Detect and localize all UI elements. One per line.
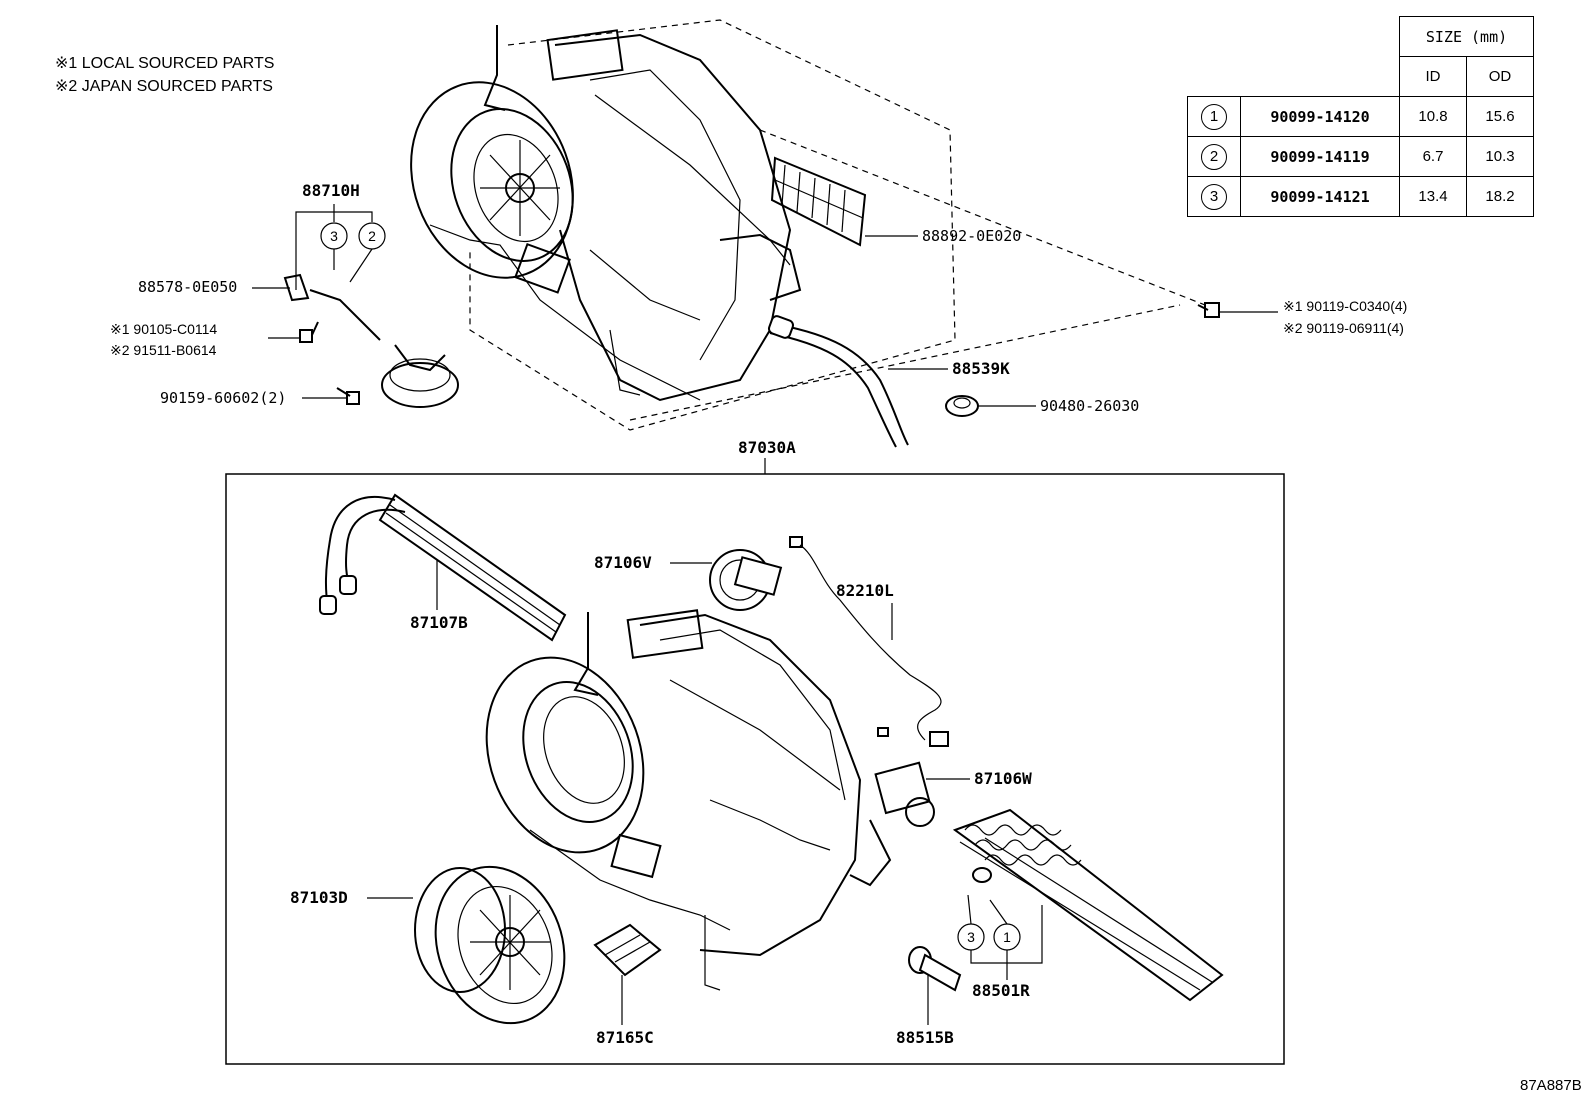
hose-88539k-drawing [779,324,909,446]
label-90105-c0114: ※1 90105-C0114 [110,321,217,337]
diagram-code: 87A887B [1520,1077,1582,1094]
wire-harness-82210l-drawing [789,536,949,747]
grommet-90480-drawing [945,395,979,417]
callout-3-upper: 3 [330,228,338,244]
filter-88892-drawing [770,156,867,247]
label-87030a: 87030A [738,438,796,457]
label-90159-60602: 90159-60602(2) [160,389,286,407]
label-82210l: 82210L [836,581,894,600]
resistor-87165c-drawing [593,923,662,977]
screw-90119-drawing [1197,302,1220,318]
label-88515b: 88515B [896,1028,954,1047]
note-local-sourced: ※1 LOCAL SOURCED PARTS [55,55,274,72]
ref-circle: 1 [1201,103,1227,130]
label-91511-b0614: ※2 91511-B0614 [110,342,217,358]
size-table-col-id: ID [1399,56,1467,97]
table-od-value: 18.2 [1466,176,1534,217]
blower-motor-87103d-drawing [414,865,566,1025]
callout-2-upper: 2 [368,228,376,244]
damper-motor-87106v-drawing [709,549,783,611]
label-88578-0e050: 88578-0E050 [138,278,237,296]
heater-core-88501r-drawing [952,808,1224,1002]
damper-motor-87106w-drawing [874,761,935,827]
label-90480-26030: 90480-26030 [1040,397,1139,415]
size-table: SIZE (mm) ID OD 1 90099-14120 10.8 15.6 … [1187,16,1534,217]
label-88539k: 88539K [952,359,1010,378]
table-od-value: 15.6 [1466,96,1534,137]
label-87165c: 87165C [596,1028,654,1047]
label-88501r: 88501R [972,981,1030,1000]
label-87107b: 87107B [410,613,468,632]
evaporator-87107b-drawing [319,493,567,642]
table-id-value: 13.4 [1399,176,1467,217]
size-table-header: SIZE (mm) [1399,16,1534,57]
label-88892-0e020: 88892-0E020 [922,227,1021,245]
label-90119-06911: ※2 90119-06911(4) [1283,320,1404,336]
sensor-88515b-drawing [908,946,962,992]
ref-circle: 2 [1201,143,1227,170]
label-87103d: 87103D [290,888,348,907]
callout-3-lower: 3 [967,929,975,945]
table-row: 3 90099-14121 13.4 18.2 [1187,176,1534,217]
label-88710h: 88710H [302,181,360,200]
callout-1-lower: 1 [1003,929,1011,945]
assembly-87030a-box [225,473,1285,1065]
screw-90105-drawing [299,321,319,343]
table-part-number: 90099-14119 [1240,136,1400,177]
screw-90159-drawing [336,387,360,405]
table-id-value: 6.7 [1399,136,1467,177]
note-japan-sourced: ※2 JAPAN SOURCED PARTS [55,78,273,95]
ref-circle: 3 [1201,183,1227,210]
upper-heater-unit-drawing [410,19,1206,431]
heater-case-drawing [485,609,892,991]
table-row: 1 90099-14120 10.8 15.6 [1187,96,1534,137]
table-od-value: 10.3 [1466,136,1534,177]
label-87106v: 87106V [594,553,652,572]
linkage-assembly-drawing [283,273,459,408]
table-part-number: 90099-14121 [1240,176,1400,217]
table-row: 2 90099-14119 6.7 10.3 [1187,136,1534,177]
label-90119-c0340: ※1 90119-C0340(4) [1283,298,1407,314]
label-87106w: 87106W [974,769,1032,788]
